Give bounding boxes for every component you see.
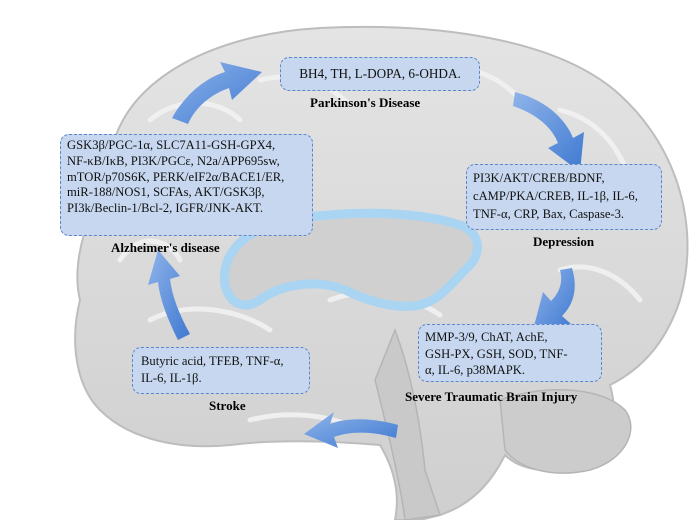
- tbi-target-line: MMP-3/9, ChAT, AchE,: [425, 330, 548, 344]
- arrow-pd-to-depression: [513, 92, 584, 172]
- depression-targets-box: PI3K/AKT/CREB/BDNF, cAMP/PKA/CREB, IL-1β…: [466, 164, 662, 230]
- alzheimers-target-line: mTOR/p70S6K, PERK/eIF2α/BACE1/ER,: [67, 169, 285, 184]
- tbi-target-line: α, IL-6, p38MAPK.: [425, 363, 525, 378]
- stroke-target-line: Butyric acid, TFEB, TNF-α,: [141, 354, 284, 368]
- depression-target-line: PI3K/AKT/CREB/BDNF,: [473, 171, 605, 185]
- stroke-target-line: IL-6, IL-1β.: [141, 371, 202, 385]
- alzheimers-target-line: NF-κB/IκB, PI3K/PGCε, N2a/APP695sw,: [67, 153, 280, 168]
- parkinsons-target-line: BH4, TH, L-DOPA, 6-OHDA.: [299, 66, 461, 81]
- brainstem: [374, 327, 441, 520]
- tbi-target-line: GSH-PX, GSH, SOD, TNF-: [425, 346, 568, 361]
- stroke-label: Stroke: [209, 398, 246, 413]
- parkinsons-targets-box: BH4, TH, L-DOPA, 6-OHDA.: [280, 57, 480, 91]
- arrow-depression-to-tbi: [533, 268, 575, 330]
- cerebellum: [499, 389, 632, 474]
- depression-target-line: TNF-α, CRP, Bax, Caspase-3.: [473, 207, 625, 221]
- stroke-targets-box: Butyric acid, TFEB, TNF-α, IL-6, IL-1β.: [132, 347, 310, 394]
- parkinsons-disease-label: Parkinson's Disease: [310, 95, 421, 110]
- alzheimers-target-line: PI3k/Beclin-1/Bcl-2, IGFR/JNK-AKT.: [67, 201, 264, 216]
- cycle-arrows: [148, 62, 584, 448]
- alzheimers-disease-label: Alzheimer's disease: [111, 240, 220, 255]
- arrow-stroke-to-ad: [148, 250, 190, 340]
- tbi-targets-box: MMP-3/9, ChAT, AchE, GSH-PX, GSH, SOD, T…: [418, 324, 602, 382]
- arrow-tbi-to-stroke: [304, 412, 398, 448]
- depression-target-line: cAMP/PKA/CREB, IL-1β, IL-6,: [473, 189, 638, 203]
- alzheimers-target-line: miR-188/NOS1, SCFAs, AKT/GSK3β,: [67, 185, 265, 200]
- arrow-ad-to-pd: [172, 62, 262, 124]
- alzheimers-targets-box: GSK3β/PGC-1α, SLC7A11-GSH-GPX4, NF-κB/Iκ…: [60, 134, 313, 236]
- alzheimers-target-line: GSK3β/PGC-1α, SLC7A11-GSH-GPX4,: [67, 138, 276, 152]
- depression-label: Depression: [533, 234, 595, 249]
- tbi-label: Severe Traumatic Brain Injury: [405, 389, 578, 404]
